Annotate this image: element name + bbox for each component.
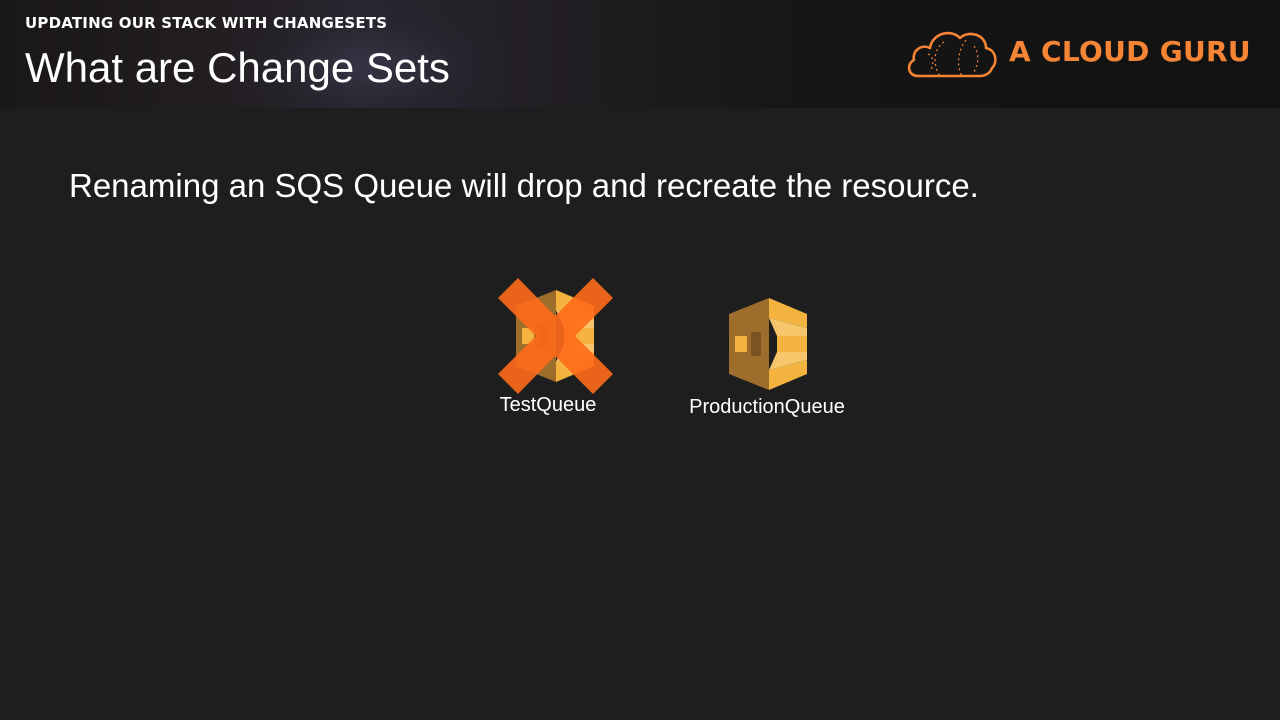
slide-title: What are Change Sets <box>25 44 450 91</box>
production-queue-label: ProductionQueue <box>689 396 845 418</box>
sqs-queue-icon <box>729 298 807 390</box>
cross-mark-icon <box>498 278 613 394</box>
brand-logo: A CLOUD GURU <box>904 26 1251 82</box>
test-queue-label: TestQueue <box>499 394 597 416</box>
production-queue-item <box>729 298 807 390</box>
section-label: UPDATING OUR STACK WITH CHANGESETS <box>25 14 388 32</box>
test-queue-item <box>498 278 613 394</box>
statement-text: Renaming an SQS Queue will drop and recr… <box>69 167 979 204</box>
brand-name: A CLOUD GURU <box>1009 35 1251 68</box>
slide-header: UPDATING OUR STACK WITH CHANGESETS What … <box>0 0 1280 108</box>
header-background-photo <box>220 0 520 108</box>
cloud-icon <box>907 31 997 78</box>
